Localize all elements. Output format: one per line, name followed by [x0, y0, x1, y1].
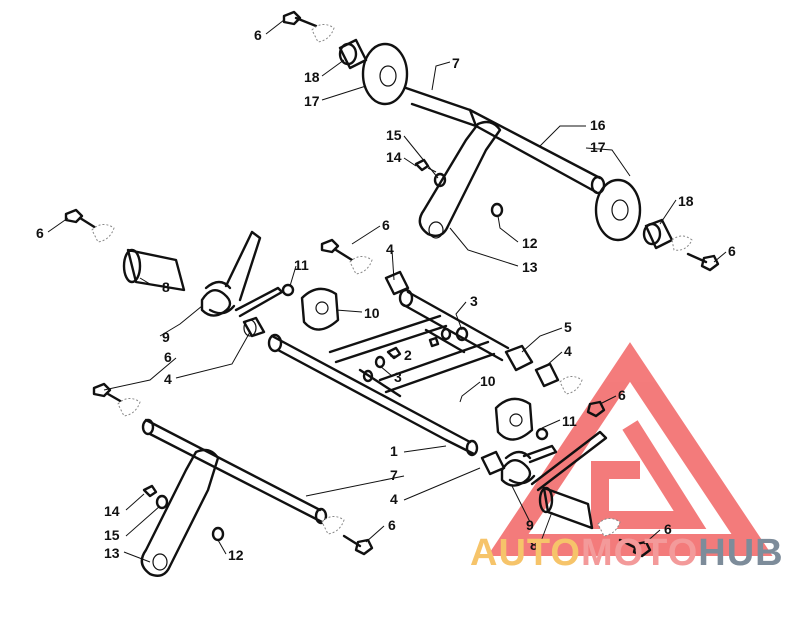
callout-label: 14: [386, 149, 402, 165]
callout-label: 7: [452, 55, 460, 71]
callout-label: 3: [394, 369, 402, 385]
callout-label: 6: [728, 243, 736, 259]
callout-label: 9: [162, 329, 170, 345]
callout-label: 15: [104, 527, 120, 543]
callout-label: 8: [530, 537, 538, 553]
callout-label: 6: [36, 225, 44, 241]
callout-label: 15: [386, 127, 402, 143]
callout-label: 6: [382, 217, 390, 233]
logo-text-hub: HUB: [698, 532, 784, 574]
callout-label: 6: [254, 27, 262, 43]
callout-label: 17: [304, 93, 320, 109]
center-frame: [267, 238, 606, 476]
callout-label: 13: [104, 545, 120, 561]
callout-label: 2: [404, 347, 412, 363]
callout-label: 7: [390, 467, 398, 483]
callout-label: 12: [228, 547, 244, 563]
logo-triangle-icon: [487, 342, 773, 556]
callout-label: 4: [386, 241, 394, 257]
callout-label: 9: [526, 517, 534, 533]
callout-label: 11: [562, 413, 577, 429]
callout-label: 4: [164, 371, 172, 387]
callout-label: 10: [364, 305, 380, 321]
callout-label: 4: [564, 343, 572, 359]
callout-label: 5: [564, 319, 572, 335]
callout-label: 8: [162, 279, 170, 295]
brand-logo: AUTOMOTOHUB: [470, 532, 784, 575]
callout-label: 12: [522, 235, 538, 251]
upper-shaft-assembly: [282, 10, 720, 272]
callout-label: 18: [304, 69, 320, 85]
left-spring-group: [64, 208, 284, 338]
callout-labels: 6 18 17 7 15 14 16 17 18 12 13 6 6 6 4 1…: [36, 27, 736, 563]
callout-label: 13: [522, 259, 538, 275]
callout-label: 6: [618, 387, 626, 403]
callout-label: 18: [678, 193, 694, 209]
callout-label: 1: [390, 443, 398, 459]
right-spring-group: [500, 430, 652, 558]
callout-label: 6: [388, 517, 396, 533]
leader-lines: [47, 19, 727, 563]
callout-label: 11: [294, 257, 309, 273]
callout-label: 6: [664, 521, 672, 537]
logo-text-moto: MOTO: [580, 532, 699, 574]
callout-label: 14: [104, 503, 120, 519]
callout-label: 6: [164, 349, 172, 365]
logo-text-auto: AUTO: [470, 532, 581, 574]
callout-label: 16: [590, 117, 606, 133]
callout-label: 17: [590, 139, 606, 155]
callout-label: 3: [470, 293, 478, 309]
callout-label: 10: [480, 373, 496, 389]
callout-label: 4: [390, 491, 398, 507]
